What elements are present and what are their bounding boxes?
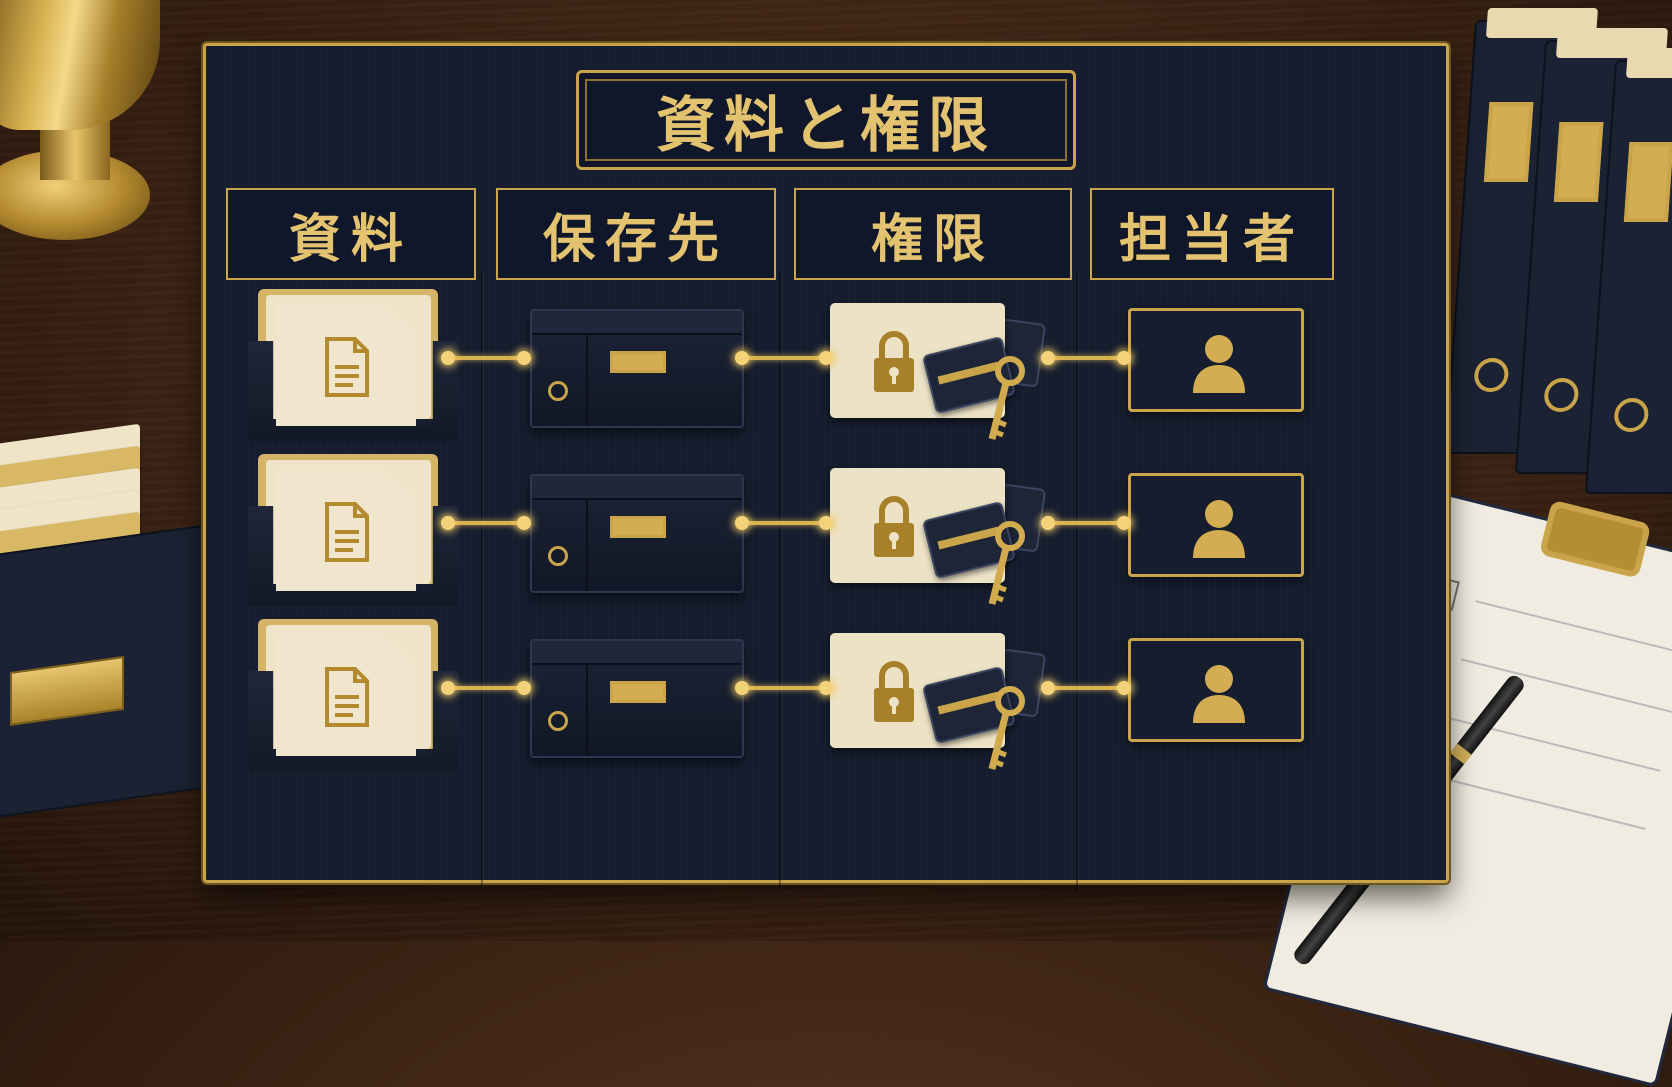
column-header-label: 担当者 [1118, 208, 1305, 270]
document-tray-icon [248, 619, 458, 771]
person-icon [1193, 500, 1245, 558]
person-icon [1193, 665, 1245, 723]
column-header-permissions: 権限 [794, 188, 1072, 280]
connector-line [742, 521, 826, 525]
connector-node [1117, 351, 1131, 365]
document-tray-icon [248, 454, 458, 606]
column-header-label: 保存先 [542, 208, 729, 270]
connector-node [819, 681, 833, 695]
connector-node [1117, 681, 1131, 695]
connector-line [742, 356, 826, 360]
connector-line [448, 521, 524, 525]
connector-node [441, 351, 455, 365]
connector-node [735, 516, 749, 530]
connector-node [441, 516, 455, 530]
connector-node [441, 681, 455, 695]
person-card [1128, 473, 1304, 577]
diagram-board: 資料と権限 資料 保存先 権限 担当者 [203, 43, 1449, 891]
storage-drawer-icon [530, 309, 744, 428]
column-divider [1076, 271, 1078, 891]
connector-node [735, 351, 749, 365]
connector-node [517, 681, 531, 695]
connector-node [1117, 516, 1131, 530]
column-header-documents: 資料 [226, 188, 476, 280]
lock-key-card-icon [830, 633, 1050, 773]
column-divider [779, 271, 781, 891]
connector-node [819, 516, 833, 530]
file-box [0, 372, 220, 822]
person-icon [1193, 335, 1245, 393]
column-divider [481, 271, 483, 891]
column-header-label: 権限 [870, 208, 995, 270]
connector-node [1041, 516, 1055, 530]
person-card [1128, 638, 1304, 742]
connector-node [517, 351, 531, 365]
connector-node [819, 351, 833, 365]
column-header-owner: 担当者 [1090, 188, 1334, 280]
document-tray-icon [248, 289, 458, 441]
connector-line [448, 686, 524, 690]
connector-node [517, 516, 531, 530]
column-header-storage: 保存先 [496, 188, 776, 280]
title-plate: 資料と権限 [576, 70, 1076, 170]
connector-line [1048, 356, 1124, 360]
lock-key-card-icon [830, 468, 1050, 608]
connector-node [1041, 681, 1055, 695]
connector-line [448, 356, 524, 360]
connector-node [1041, 351, 1055, 365]
brass-lamp [0, 0, 200, 280]
connector-line [742, 686, 826, 690]
diagram-title: 資料と権限 [656, 90, 996, 161]
storage-drawer-icon [530, 639, 744, 758]
connector-line [1048, 521, 1124, 525]
connector-line [1048, 686, 1124, 690]
connector-node [735, 681, 749, 695]
person-card [1128, 308, 1304, 412]
lock-key-card-icon [830, 303, 1050, 443]
column-header-label: 資料 [288, 208, 413, 270]
storage-drawer-icon [530, 474, 744, 593]
